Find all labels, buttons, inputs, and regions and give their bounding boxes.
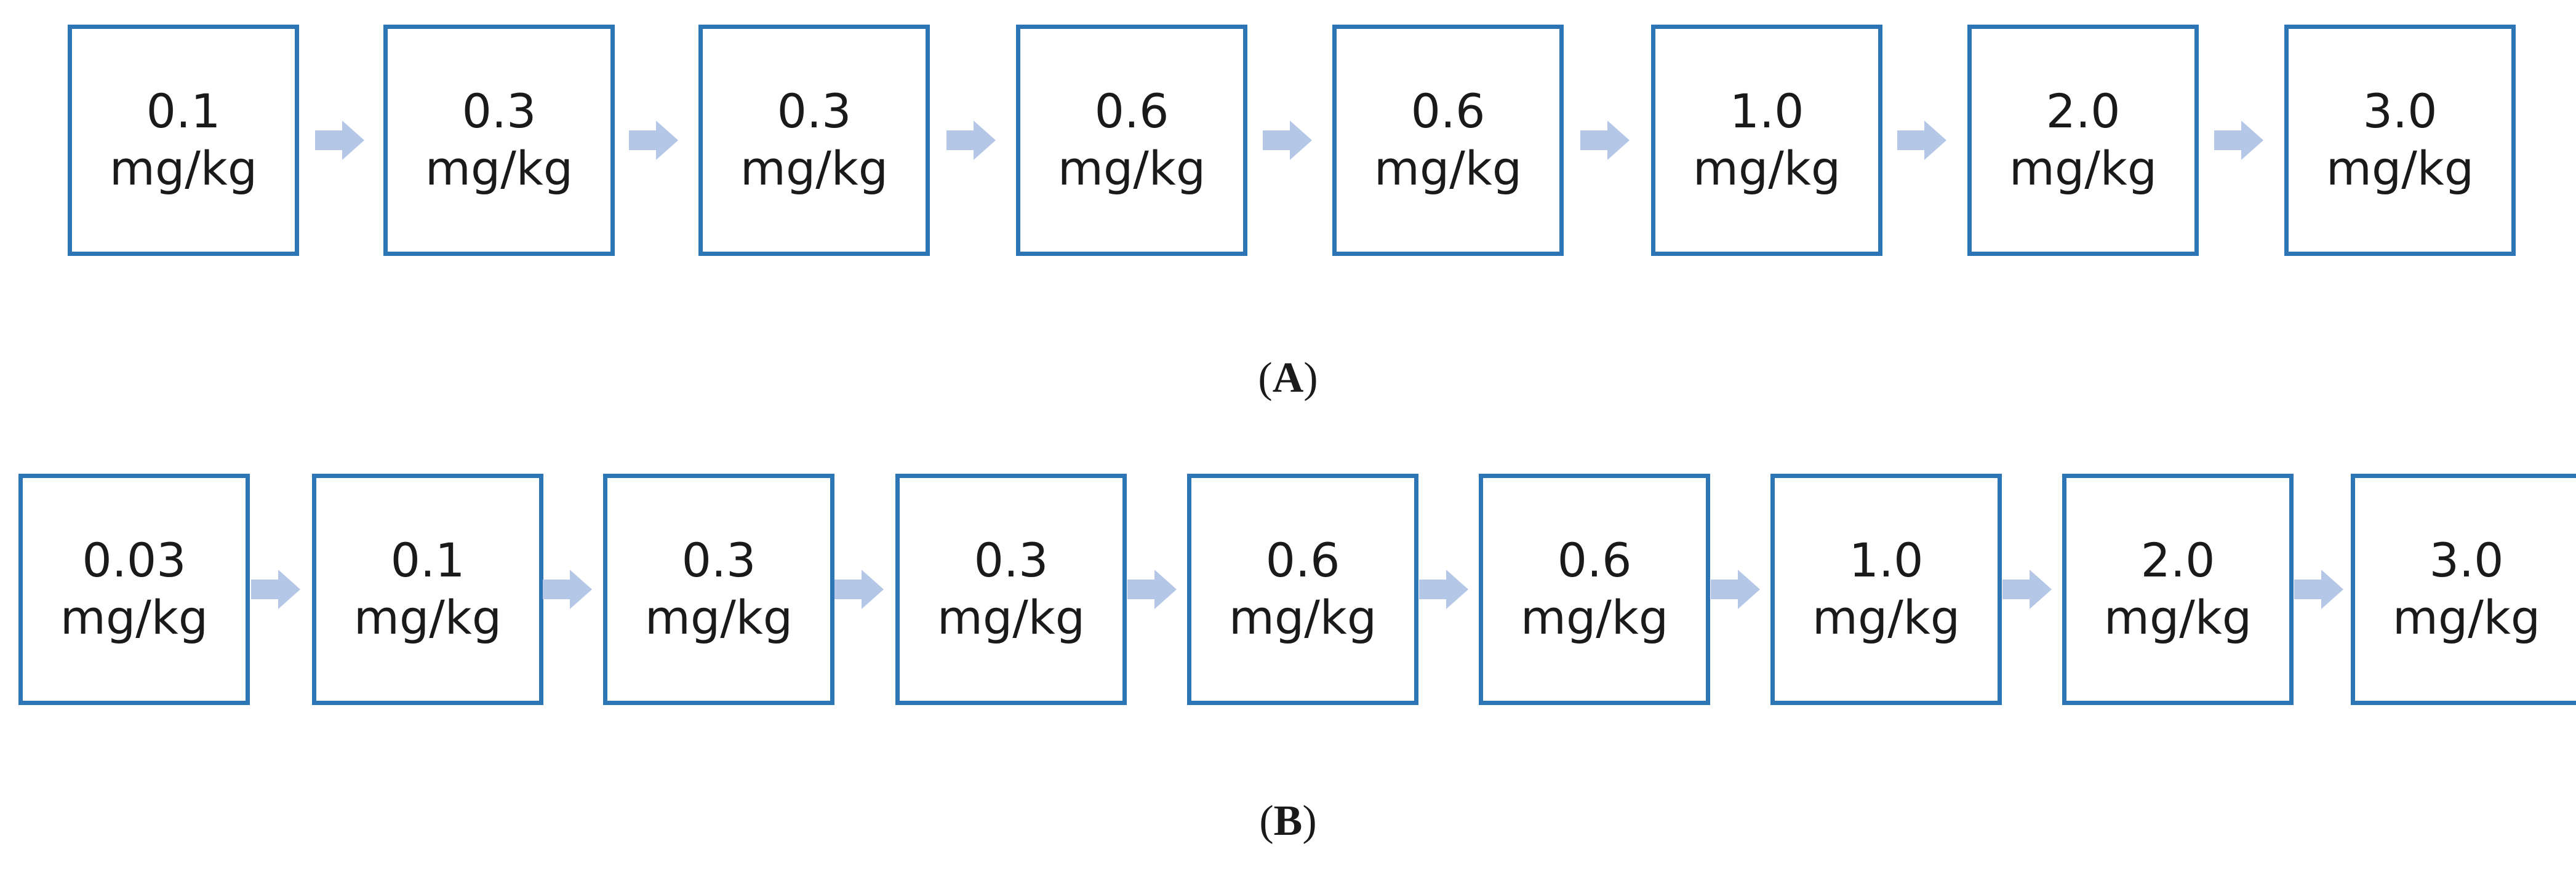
dose-value: 0.1 [146,84,221,139]
dose-value: 0.3 [777,84,852,139]
dose-unit: mg/kg [937,590,1086,645]
dose-unit: mg/kg [740,141,889,196]
dose-value: 0.6 [1410,84,1486,139]
dose-unit: mg/kg [1520,590,1669,645]
dose-value: 3.0 [2362,84,2438,139]
dose-value: 0.3 [681,533,756,588]
arrow-right-icon [1419,570,1468,609]
dose-unit: mg/kg [2009,141,2158,196]
dose-unit: mg/kg [425,141,574,196]
dose-unit: mg/kg [2392,590,2541,645]
dose-value: 0.3 [462,84,537,139]
panel-label-a: (A) [1258,354,1318,402]
dose-value: 0.03 [82,533,186,588]
dose-value: 1.0 [1729,84,1804,139]
dose-value: 0.6 [1094,84,1169,139]
arrow-right-icon [1711,570,1760,609]
dose-value: 0.6 [1557,533,1632,588]
dose-unit: mg/kg [1374,141,1522,196]
arrow-right-icon [315,121,364,160]
dose-value: 1.0 [1849,533,1924,588]
dose-unit: mg/kg [644,590,793,645]
arrow-right-icon [2294,570,2343,609]
arrow-right-icon [1580,121,1630,160]
panel-label-a-text: A [1272,354,1304,402]
arrow-right-icon [1897,121,1946,160]
dose-unit: mg/kg [109,141,258,196]
dose-unit: mg/kg [353,590,502,645]
dose-value: 2.0 [2046,84,2121,139]
arrow-right-icon [1127,570,1177,609]
dose-unit: mg/kg [2326,141,2474,196]
dose-value: 2.0 [2140,533,2215,588]
arrow-right-icon [629,121,678,160]
panel-label-b-text: B [1273,797,1303,845]
dose-unit: mg/kg [1812,590,1961,645]
dose-value: 0.3 [974,533,1049,588]
dose-unit: mg/kg [2103,590,2252,645]
arrow-right-icon [251,570,300,609]
dose-value: 0.1 [390,533,465,588]
dose-unit: mg/kg [1228,590,1377,645]
arrow-right-icon [946,121,996,160]
arrow-right-icon [2002,570,2052,609]
dose-unit: mg/kg [1057,141,1206,196]
arrow-right-icon [1263,121,1312,160]
dose-value: 3.0 [2429,533,2504,588]
arrow-right-icon [2214,121,2263,160]
dose-unit: mg/kg [60,590,209,645]
dose-unit: mg/kg [1692,141,1841,196]
arrow-right-icon [834,570,884,609]
dose-value: 0.6 [1265,533,1340,588]
panel-label-b: (B) [1259,797,1317,845]
arrow-right-icon [543,570,592,609]
